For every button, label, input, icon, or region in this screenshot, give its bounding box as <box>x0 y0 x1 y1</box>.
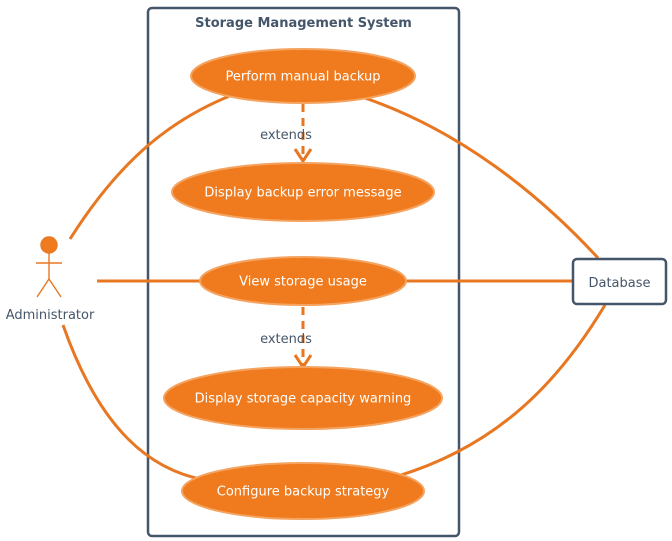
extend-label-capacity-warning: extends <box>260 332 312 347</box>
use-case-perform-manual-backup[interactable]: Perform manual backup <box>190 48 416 104</box>
use-case-label: Display backup error message <box>204 186 401 201</box>
external-system-database[interactable]: Database <box>571 257 668 306</box>
association-configure-backup-strategy-database <box>397 304 607 478</box>
use-case-label: Configure backup strategy <box>217 485 390 500</box>
use-case-configure-backup-strategy[interactable]: Configure backup strategy <box>181 462 425 520</box>
association-perform-manual-backup-database <box>361 95 600 260</box>
use-case-label: Perform manual backup <box>226 70 381 85</box>
use-case-view-storage-usage[interactable]: View storage usage <box>199 256 407 306</box>
actor-stick-figure-icon <box>36 236 62 298</box>
association-admin-configure-backup-strategy <box>61 324 206 482</box>
extend-arrowhead-backup-error <box>293 148 313 164</box>
actor-label: Administrator <box>6 308 95 323</box>
actor-administrator[interactable]: Administrator <box>6 236 95 323</box>
use-case-label: View storage usage <box>239 275 367 290</box>
use-case-display-backup-error-message[interactable]: Display backup error message <box>171 162 435 222</box>
system-title: Storage Management System <box>195 16 412 31</box>
association-admin-perform-manual-backup <box>68 93 233 240</box>
use-case-display-storage-capacity-warning[interactable]: Display storage capacity warning <box>163 366 443 430</box>
use-case-label: Display storage capacity warning <box>195 392 412 407</box>
extend-label-backup-error: extends <box>260 128 312 143</box>
database-label: Database <box>588 276 650 291</box>
